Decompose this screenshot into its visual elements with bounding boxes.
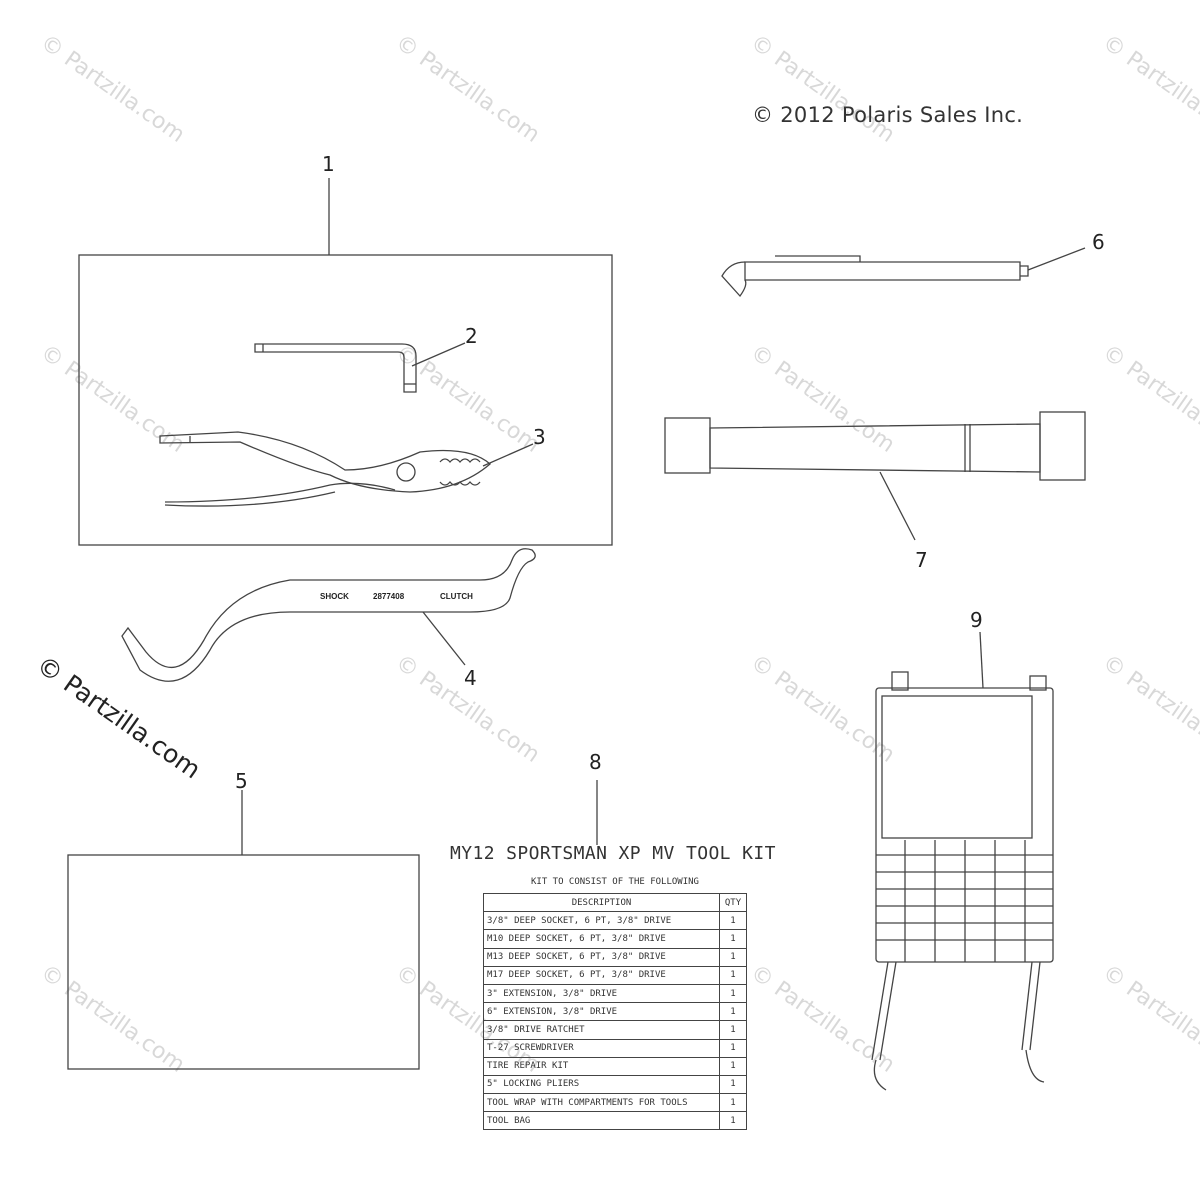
row-description: TIRE REPAIR KIT	[483, 1056, 720, 1076]
kit-title: MY12 SPORTSMAN XP MV TOOL KIT	[450, 843, 776, 864]
wrench-label-part: 2877408	[373, 592, 405, 601]
leader-line-2	[411, 342, 466, 367]
callout-5: 5	[235, 769, 248, 793]
callout-1: 1	[322, 152, 335, 176]
kit-subtitle: KIT TO CONSIST OF THE FOLLOWING	[531, 877, 699, 887]
row-qty: 1	[719, 1056, 747, 1076]
header-qty: QTY	[719, 892, 747, 913]
row-qty: 1	[719, 983, 747, 1004]
row-description: T-27 SCREWDRIVER	[483, 1038, 720, 1058]
tire-gauge-icon	[721, 255, 1029, 298]
wrench-label-clutch: CLUTCH	[440, 592, 473, 601]
row-description: 3/8" DRIVE RATCHET	[483, 1020, 720, 1040]
callout-8: 8	[589, 750, 602, 774]
row-description: 3/8" DEEP SOCKET, 6 PT, 3/8" DRIVE	[483, 911, 720, 931]
callout-9: 9	[970, 608, 983, 632]
row-qty: 1	[719, 929, 747, 949]
wrench-label-shock: SHOCK	[320, 592, 349, 601]
row-qty: 1	[719, 1074, 747, 1095]
leader-line-9	[979, 631, 984, 689]
row-qty: 1	[719, 1093, 747, 1113]
row-description: TOOL WRAP WITH COMPARTMENTS FOR TOOLS	[483, 1093, 720, 1113]
leader-line-6	[1027, 247, 1086, 271]
hex-key-icon	[254, 343, 417, 393]
pliers-icon	[159, 431, 491, 507]
spanner-wrench-icon	[121, 548, 536, 682]
row-qty: 1	[719, 1002, 747, 1022]
row-qty: 1	[719, 1111, 747, 1131]
leader-line-4	[422, 611, 466, 666]
row-description: TOOL BAG	[483, 1111, 720, 1131]
header-description: DESCRIPTION	[483, 892, 720, 913]
row-description: 5" LOCKING PLIERS	[483, 1074, 720, 1095]
row-qty: 1	[719, 965, 747, 985]
leader-line-7	[879, 471, 916, 541]
table-header-row: DESCRIPTION QTY	[483, 892, 747, 913]
callout-4: 4	[464, 666, 477, 690]
row-description: 3" EXTENSION, 3/8" DRIVE	[483, 983, 720, 1004]
row-qty: 1	[719, 1020, 747, 1040]
tool-bag-icon	[871, 671, 1054, 1091]
row-description: M17 DEEP SOCKET, 6 PT, 3/8" DRIVE	[483, 965, 720, 985]
callout-6: 6	[1092, 230, 1105, 254]
callout-3: 3	[533, 425, 546, 449]
row-qty: 1	[719, 911, 747, 931]
copyright-notice: © 2012 Polaris Sales Inc.	[752, 103, 1024, 127]
row-description: 6" EXTENSION, 3/8" DRIVE	[483, 1002, 720, 1022]
extension-bar-icon	[664, 411, 1086, 481]
kit-box-outline	[78, 254, 613, 546]
kit-parts-table: DESCRIPTION QTY 3/8" DEEP SOCKET, 6 PT, …	[483, 892, 747, 1131]
callout-2: 2	[465, 324, 478, 348]
manual-outline	[67, 854, 420, 1070]
leader-line-3	[482, 443, 534, 467]
row-description: M10 DEEP SOCKET, 6 PT, 3/8" DRIVE	[483, 929, 720, 949]
row-qty: 1	[719, 1038, 747, 1058]
row-qty: 1	[719, 947, 747, 967]
callout-7: 7	[915, 548, 928, 572]
row-description: M13 DEEP SOCKET, 6 PT, 3/8" DRIVE	[483, 947, 720, 967]
